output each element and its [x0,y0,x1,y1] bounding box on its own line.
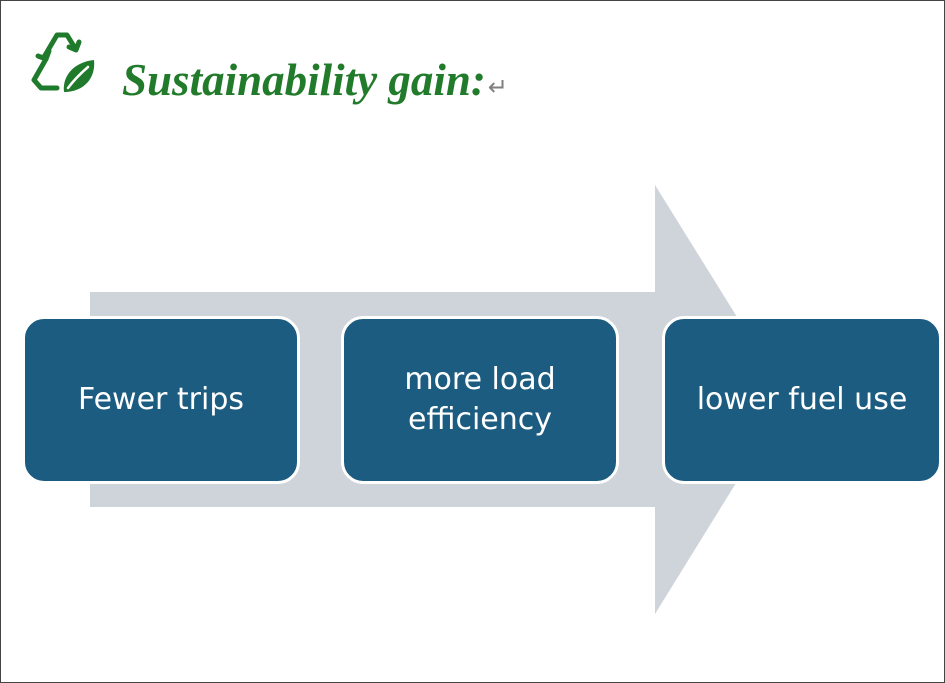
step-box-lower-fuel-use: lower fuel use [662,316,942,484]
recycle-arrows [31,32,82,91]
step-label: more load efficiency [404,361,556,438]
step-label: lower fuel use [696,381,908,417]
leaf-shape [63,60,95,92]
step-label: Fewer trips [77,381,245,417]
title-text: Sustainability gain: [122,55,486,105]
paragraph-return-mark: ↵ [487,73,508,101]
step-box-fewer-trips: Fewer trips [22,316,300,484]
step-box-load-efficiency: more load efficiency [341,316,619,484]
recycle-leaf-icon [31,32,95,92]
slide-title: Sustainability gain:↵ [122,58,508,103]
